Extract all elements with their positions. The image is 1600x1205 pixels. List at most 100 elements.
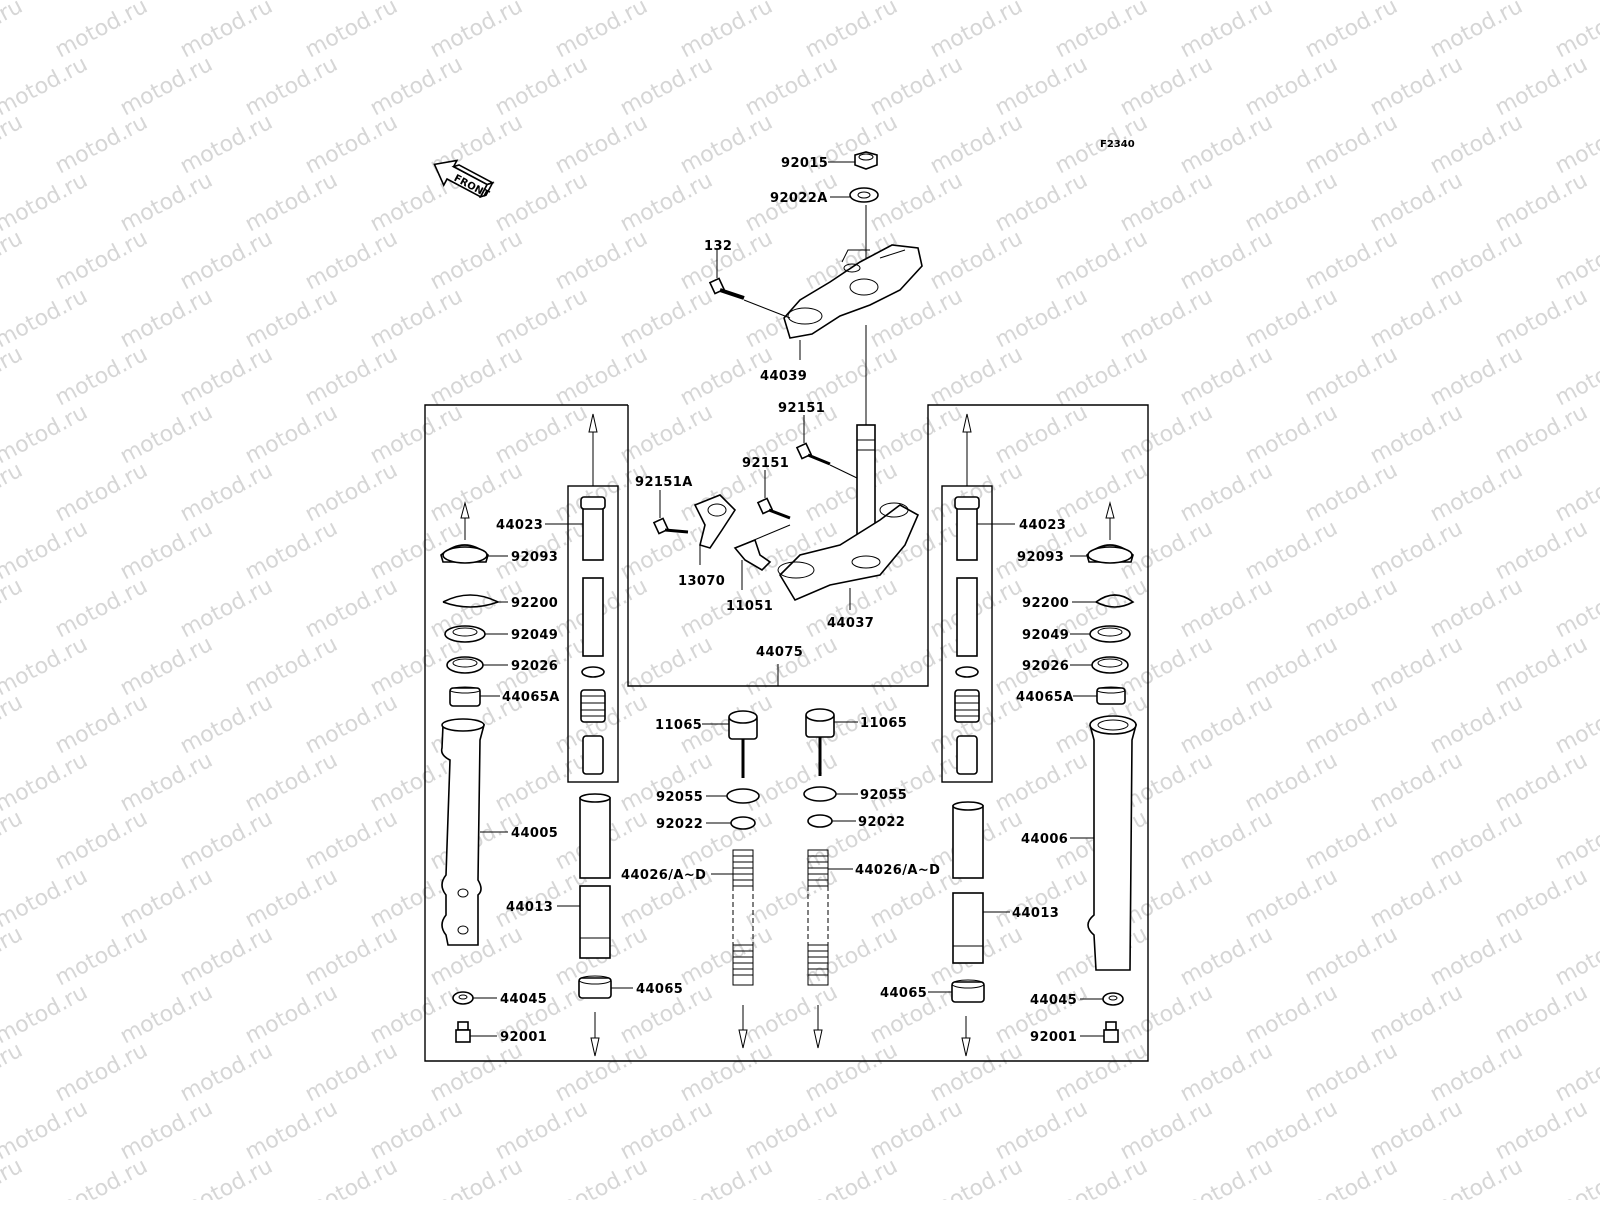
watermark-text: motod.ru	[1116, 980, 1217, 1049]
label-center-right-92055: 92055	[860, 788, 907, 803]
watermark-text: motod.ru	[366, 284, 467, 353]
label-left-92049: 92049	[511, 628, 558, 643]
watermark-text: motod.ru	[1491, 632, 1592, 701]
watermark-text: motod.ru	[741, 52, 842, 121]
watermark-text: motod.ru	[51, 806, 152, 875]
watermark-text: motod.ru	[176, 0, 277, 63]
watermark-text: motod.ru	[991, 284, 1092, 353]
center-right-spring	[807, 849, 829, 986]
watermark-text: motod.ru	[1241, 980, 1342, 1049]
watermark-text: motod.ru	[1366, 748, 1467, 817]
watermark-text: motod.ru	[1301, 226, 1402, 295]
watermark-text: motod.ru	[1176, 690, 1277, 759]
watermark-text: motod.ru	[301, 690, 402, 759]
watermark-text: motod.ru	[116, 516, 217, 585]
watermark-text: motod.ru	[551, 0, 652, 63]
watermark-text: motod.ru	[176, 110, 277, 179]
right-cap	[1086, 544, 1134, 564]
watermark-text: motod.ru	[676, 1038, 777, 1107]
watermark-text: motod.ru	[926, 1038, 1027, 1107]
watermark-text: motod.ru	[241, 52, 342, 121]
watermark-text: motod.ru	[991, 748, 1092, 817]
watermark-text: motod.ru	[676, 1154, 777, 1200]
watermark-text: motod.ru	[176, 226, 277, 295]
watermark-text: motod.ru	[0, 690, 27, 759]
right-bushing	[1096, 686, 1126, 705]
watermark-text: motod.ru	[1051, 1154, 1152, 1200]
watermark-text: motod.ru	[366, 1096, 467, 1165]
label-center-left-92022: 92022	[656, 817, 703, 832]
watermark-text: motod.ru	[241, 516, 342, 585]
watermark-text: motod.ru	[491, 284, 592, 353]
watermark-text: motod.ru	[866, 52, 967, 121]
watermark-text: motod.ru	[551, 342, 652, 411]
watermark-text: motod.ru	[616, 748, 717, 817]
watermark-text: motod.ru	[116, 632, 217, 701]
right-cylinder-upper	[952, 801, 984, 879]
watermark-text: motod.ru	[1241, 864, 1342, 933]
watermark-text: motod.ru	[1426, 574, 1527, 643]
watermark-text: motod.ru	[1241, 1096, 1342, 1165]
watermark-text: motod.ru	[491, 52, 592, 121]
watermark-text: motod.ru	[1366, 864, 1467, 933]
watermark-text: motod.ru	[1491, 1096, 1592, 1165]
label-center-right-11065: 11065	[860, 716, 907, 731]
watermark-text: motod.ru	[491, 400, 592, 469]
label-left-92093: 92093	[511, 550, 558, 565]
left-bolt-bottom	[455, 1021, 471, 1043]
label-right-44065a: 44065A	[1016, 690, 1074, 705]
watermark-text: motod.ru	[51, 1154, 152, 1200]
watermark-text: motod.ru	[1301, 1038, 1402, 1107]
watermark-text: motod.ru	[301, 922, 402, 991]
watermark-text: motod.ru	[1176, 574, 1277, 643]
watermark-text: motod.ru	[1241, 168, 1342, 237]
watermark-text: motod.ru	[301, 1154, 402, 1200]
watermark-text: motod.ru	[1301, 1154, 1402, 1200]
watermark-text: motod.ru	[301, 342, 402, 411]
label-center-left-92055: 92055	[656, 790, 703, 805]
washer-top	[849, 187, 879, 203]
watermark-text: motod.ru	[741, 748, 842, 817]
watermark-text: motod.ru	[1426, 0, 1527, 63]
watermark-text: motod.ru	[1366, 284, 1467, 353]
watermark-text: motod.ru	[176, 458, 277, 527]
upper-bracket	[783, 244, 923, 339]
watermark-text: motod.ru	[1116, 516, 1217, 585]
watermark-text: motod.ru	[241, 400, 342, 469]
watermark-text: motod.ru	[1366, 168, 1467, 237]
watermark-text: motod.ru	[1551, 110, 1600, 179]
bolt-stem-1	[795, 442, 831, 466]
watermark-text: motod.ru	[51, 922, 152, 991]
nut-top	[854, 151, 878, 170]
left-bushing-bottom	[578, 975, 612, 999]
right-inner-ring	[955, 666, 979, 678]
watermark-text: motod.ru	[301, 0, 402, 63]
watermark-text: motod.ru	[1366, 400, 1467, 469]
watermark-text: motod.ru	[1426, 806, 1527, 875]
watermark-text: motod.ru	[1426, 1038, 1527, 1107]
watermark-text: motod.ru	[1241, 748, 1342, 817]
watermark-text: motod.ru	[491, 168, 592, 237]
watermark-text: motod.ru	[176, 806, 277, 875]
label-13070: 13070	[678, 574, 725, 589]
watermark-text: motod.ru	[51, 110, 152, 179]
watermark-text: motod.ru	[426, 0, 527, 63]
watermark-text: motod.ru	[1551, 574, 1600, 643]
center-left-oring	[726, 788, 760, 804]
center-right-valve	[805, 708, 835, 776]
right-washer-bottom	[1102, 992, 1124, 1006]
watermark-text: motod.ru	[926, 1154, 1027, 1200]
watermark-text: motod.ru	[616, 400, 717, 469]
watermark-text: motod.ru	[551, 226, 652, 295]
watermark-text: motod.ru	[51, 458, 152, 527]
label-right-92001: 92001	[1030, 1030, 1077, 1045]
watermark-text: motod.ru	[1491, 516, 1592, 585]
watermark-text: motod.ru	[176, 922, 277, 991]
watermark-text: motod.ru	[426, 342, 527, 411]
watermark-text: motod.ru	[241, 284, 342, 353]
label-left-44023: 44023	[496, 518, 543, 533]
watermark-text: motod.ru	[366, 400, 467, 469]
watermark-text: motod.ru	[116, 980, 217, 1049]
watermark-text: motod.ru	[616, 632, 717, 701]
